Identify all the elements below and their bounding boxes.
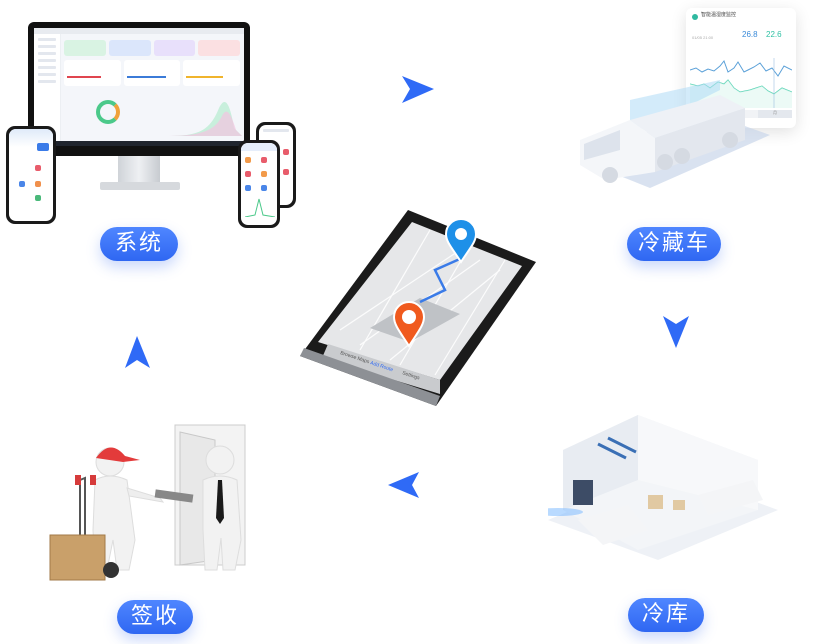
monitor-base	[100, 182, 180, 190]
monitor-stand	[118, 156, 160, 184]
nav-settings[interactable]: Settings	[401, 370, 421, 381]
phone-left	[6, 126, 56, 224]
arrow-up-icon	[125, 336, 150, 368]
arrow-signoff-to-system	[125, 270, 150, 420]
arrow-left-icon	[388, 472, 419, 498]
phone-right-front	[238, 140, 280, 228]
donut-chart	[96, 100, 120, 124]
temperature-value: 26.8	[742, 30, 758, 39]
system-illustration	[0, 0, 300, 230]
monitor-card-time: 01/05 21:00	[692, 35, 714, 40]
route-line	[419, 256, 463, 304]
delivery-signoff-illustration	[49, 424, 246, 581]
clipboard	[154, 489, 194, 503]
reefer-truck-illustration	[580, 80, 770, 188]
node-label-sign-off: 签收	[117, 600, 193, 634]
node-label-system: 系统	[100, 227, 178, 261]
monitor-card-title: 智能温湿度监控	[701, 12, 737, 18]
cold-storage-illustration	[548, 415, 778, 560]
humidity-value: 22.6	[766, 30, 782, 39]
arrow-right-icon	[402, 76, 434, 103]
area-chart	[164, 102, 242, 136]
cardboard-box	[49, 534, 106, 581]
dashboard-screen	[34, 28, 244, 146]
tab-month[interactable]: 月	[758, 110, 792, 118]
node-label-reefer-truck: 冷藏车	[627, 227, 721, 261]
desktop-monitor	[28, 22, 250, 156]
arrow-storage-to-signoff	[250, 472, 525, 498]
node-label-cold-storage: 冷库	[628, 598, 704, 632]
arrow-down-icon	[663, 316, 689, 348]
black-tie	[216, 480, 224, 524]
monitor-status-icon	[692, 14, 698, 20]
arrow-truck-to-storage	[663, 270, 689, 400]
red-cap	[96, 447, 140, 462]
arrow-system-to-truck	[262, 76, 590, 103]
temperature-line	[690, 59, 792, 77]
pin-orange-icon	[392, 301, 426, 348]
pin-blue-icon	[444, 218, 478, 264]
